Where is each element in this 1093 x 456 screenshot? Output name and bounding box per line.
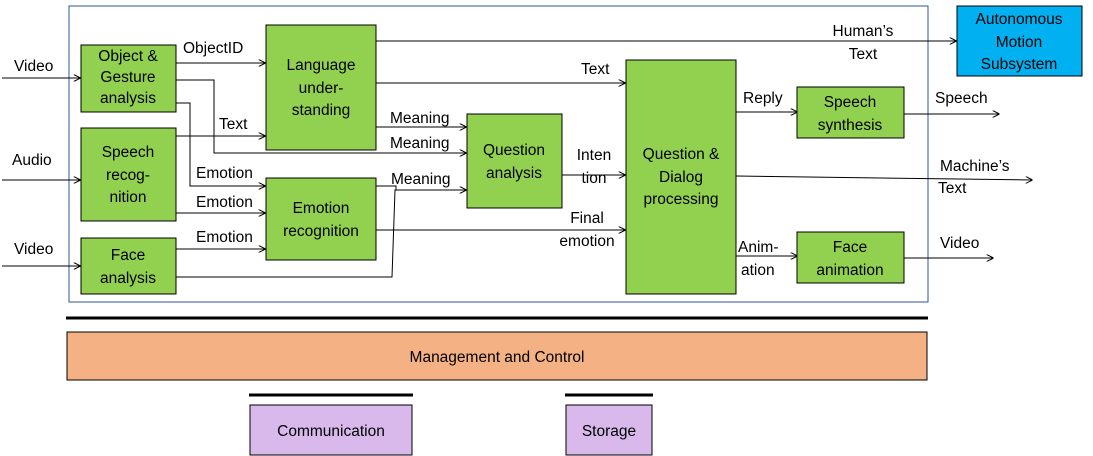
object-emotion-arrow <box>176 102 265 186</box>
face-animation-block: Face animation <box>796 231 905 284</box>
label-objectid: ObjectID <box>183 40 243 57</box>
object-gesture-line-1: Object & <box>98 48 158 65</box>
autonomous-motion-block: Autonomous Motion Subsystem <box>956 5 1083 77</box>
label-intention-line-2: tion <box>582 170 607 187</box>
subsystem-frame <box>68 5 929 303</box>
speech-synthesis-box <box>796 86 905 139</box>
label-audio-input: Audio <box>12 152 52 169</box>
emotion-recognition-block: Emotion recognition <box>265 177 377 261</box>
management-control-block: Management and Control <box>66 331 928 381</box>
label-emotion-3: Emotion <box>196 229 253 246</box>
label-meaning-1: Meaning <box>390 110 449 127</box>
storage-block: Storage <box>565 404 653 456</box>
face-animation-line-2: animation <box>816 262 883 279</box>
label-video-input-top: Video <box>14 58 53 75</box>
label-humans-text-line-1: Human’s <box>833 23 894 40</box>
management-control-label: Management and Control <box>410 349 585 366</box>
speech-synthesis-line-2: synthesis <box>818 117 883 134</box>
language-understanding-line-1: Language <box>287 57 356 74</box>
emotion-recognition-line-2: recognition <box>283 223 359 240</box>
edge-labels: Video Audio Video ObjectID Text Emotion … <box>12 23 1010 279</box>
speech-synthesis-line-1: Speech <box>824 94 877 111</box>
question-analysis-line-2: analysis <box>486 165 542 182</box>
label-meaning-2: Meaning <box>390 135 449 152</box>
label-machines-text-line-2: Text <box>938 180 967 197</box>
label-animation-line-1: Anim- <box>738 239 778 256</box>
question-analysis-line-1: Question <box>483 142 545 159</box>
speech-recognition-line-1: Speech <box>102 144 155 161</box>
emotion-meaning-link <box>376 185 397 190</box>
object-gesture-block: Object & Gesture analysis <box>80 44 177 113</box>
language-understanding-box <box>265 24 377 151</box>
face-analysis-box <box>80 237 177 295</box>
face-analysis-line-1: Face <box>111 247 145 264</box>
face-animation-box <box>796 231 905 284</box>
label-emotion-2: Emotion <box>196 194 253 211</box>
label-humans-text-line-2: Text <box>849 46 878 63</box>
object-to-question-arrow <box>176 79 466 153</box>
label-video-input-bottom: Video <box>14 241 53 258</box>
question-dialog-line-2: Dialog <box>659 169 703 186</box>
language-understanding-line-2: under- <box>299 80 344 97</box>
face-meaning-arrow <box>176 190 466 278</box>
label-animation-line-2: ation <box>741 262 775 279</box>
speech-recognition-line-2: recog- <box>106 167 150 184</box>
face-analysis-line-2: analysis <box>100 270 156 287</box>
label-video-output: Video <box>940 235 979 252</box>
autonomous-motion-line-1: Autonomous <box>975 11 1062 28</box>
language-understanding-line-3: standing <box>292 102 351 119</box>
object-gesture-box <box>80 44 177 113</box>
autonomous-motion-box <box>956 5 1083 77</box>
communication-box <box>249 404 413 456</box>
face-analysis-block: Face analysis <box>80 237 177 295</box>
label-intention-line-1: Inten <box>577 147 611 164</box>
emotion-recognition-box <box>265 177 377 261</box>
object-gesture-line-3: analysis <box>100 90 156 107</box>
label-reply: Reply <box>743 90 783 107</box>
storage-box <box>565 404 653 456</box>
autonomous-motion-line-3: Subsystem <box>981 56 1058 73</box>
label-text-to-lu: Text <box>219 116 248 133</box>
question-analysis-box <box>466 113 563 209</box>
question-analysis-block: Question analysis <box>466 113 563 209</box>
label-speech-output: Speech <box>935 90 988 107</box>
management-control-box <box>66 331 928 381</box>
label-meaning-3: Meaning <box>391 171 450 188</box>
speech-recognition-block: Speech recog- nition <box>80 127 177 222</box>
communication-block: Communication <box>249 404 413 456</box>
autonomous-motion-line-2: Motion <box>996 34 1043 51</box>
communication-label: Communication <box>277 423 385 440</box>
question-dialog-line-1: Question & <box>643 146 720 163</box>
label-emotion-1: Emotion <box>196 165 253 182</box>
language-understanding-block: Language under- standing <box>265 24 377 151</box>
label-final-emotion-line-2: emotion <box>559 233 614 250</box>
label-text-to-qd: Text <box>581 61 610 78</box>
question-dialog-block: Question & Dialog processing <box>625 59 737 295</box>
speech-recognition-box <box>80 127 177 222</box>
label-machines-text-line-1: Machine’s <box>940 158 1010 175</box>
label-final-emotion-line-1: Final <box>570 210 604 227</box>
question-dialog-box <box>625 59 737 295</box>
object-gesture-line-2: Gesture <box>100 69 155 86</box>
speech-synthesis-block: Speech synthesis <box>796 86 905 139</box>
connectors <box>2 41 1032 278</box>
emotion-recognition-line-1: Emotion <box>293 200 350 217</box>
machines-text-arrow <box>735 175 1032 180</box>
storage-label: Storage <box>582 423 636 440</box>
speech-recognition-line-3: nition <box>109 189 146 206</box>
question-dialog-line-3: processing <box>644 191 719 208</box>
face-animation-line-1: Face <box>833 239 867 256</box>
